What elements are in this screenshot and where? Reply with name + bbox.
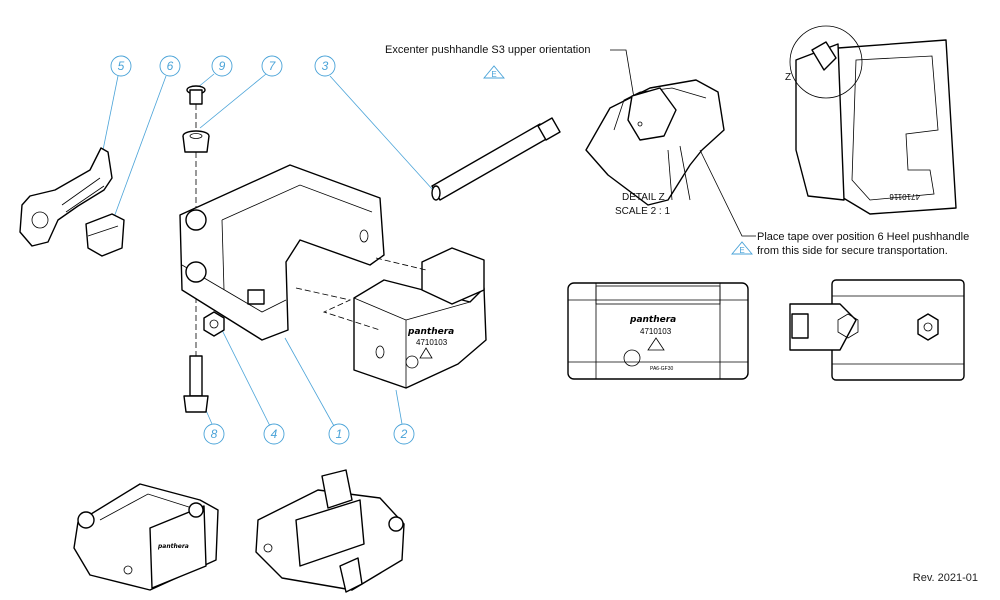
balloon-7-text: 7 (269, 59, 277, 73)
part-1-clamp (179, 164, 385, 341)
front-recycle-icon (647, 337, 665, 351)
balloon-6: 6 (112, 55, 181, 221)
balloon-3: 3 (314, 55, 434, 191)
side-view (789, 279, 965, 381)
part-9-screw (186, 85, 206, 105)
iso-left-brand: panthera (157, 543, 189, 550)
front-material: PA6-GF30 (650, 366, 673, 372)
balloon-4-text: 4 (271, 427, 278, 441)
balloon-8-text: 8 (211, 427, 218, 441)
part-7-bushing (182, 130, 210, 153)
view-label-z: Z (785, 72, 791, 83)
part-3-pin (431, 117, 561, 201)
top-view-number: 4710116 (889, 192, 920, 201)
part-6-heel (85, 213, 125, 257)
part-4-nut (203, 311, 225, 337)
revision-label: Rev. 2021-01 (912, 572, 978, 584)
front-number: 4710103 (640, 327, 672, 336)
revision-marker-2: E (731, 241, 753, 255)
revision-marker-1: E (483, 65, 505, 79)
part-2-insert: panthera 4710103 (353, 247, 487, 389)
part-2-brand: panthera (407, 327, 454, 337)
detail-z-view (585, 79, 725, 206)
top-view: 4710116 (789, 25, 957, 215)
part-5-pushhandle (19, 147, 113, 247)
revision-marker-1-text: E (491, 70, 496, 79)
balloon-7: 7 (199, 55, 283, 129)
front-brand: panthera (629, 315, 676, 325)
balloon-2: 2 (393, 389, 415, 445)
balloon-5-text: 5 (118, 59, 125, 73)
balloon-8: 8 (203, 407, 225, 445)
balloon-9: 9 (196, 55, 233, 89)
balloon-1-text: 1 (336, 427, 343, 441)
note-excenter: Excenter pushhandle S3 upper orientation (385, 44, 590, 56)
balloon-3-text: 3 (322, 59, 329, 73)
balloon-9-text: 9 (219, 59, 226, 73)
iso-view-left: panthera (73, 483, 219, 591)
balloon-1: 1 (284, 337, 350, 445)
note-tape-line2: from this side for secure transportation… (757, 245, 948, 257)
balloon-6-text: 6 (167, 59, 174, 73)
recycle-icon (419, 347, 433, 359)
iso-view-right (255, 469, 405, 593)
note-tape-line1: Place tape over position 6 Heel pushhand… (757, 231, 969, 243)
detail-z-title: DETAIL Z (622, 192, 665, 203)
balloon-5: 5 (102, 55, 132, 151)
balloon-2-text: 2 (400, 427, 408, 441)
revision-marker-2-text: E (739, 246, 744, 255)
detail-z-scale: SCALE 2 : 1 (615, 206, 670, 217)
part-8-bolt (183, 355, 209, 413)
balloon-4: 4 (221, 329, 285, 445)
front-view: panthera 4710103 PA6-GF30 (567, 282, 749, 380)
part-2-number: 4710103 (416, 338, 448, 347)
